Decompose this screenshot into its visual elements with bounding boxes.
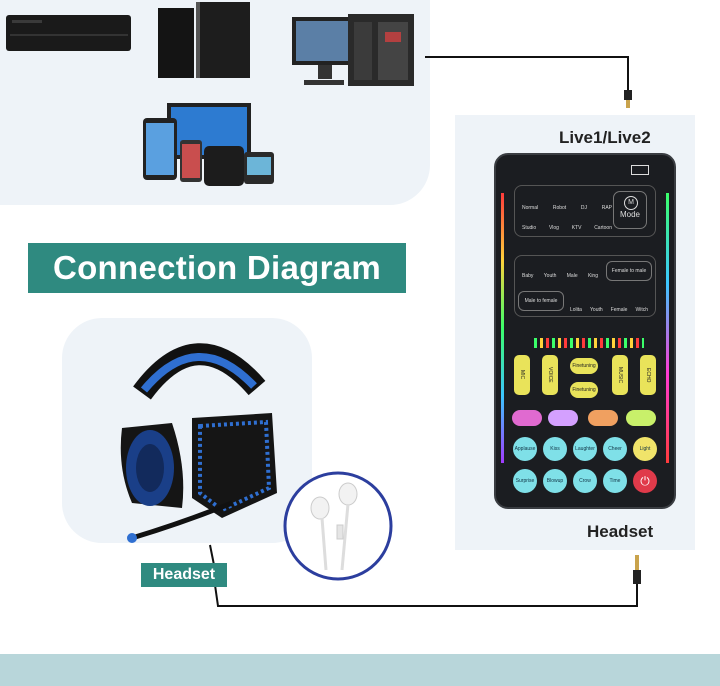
gaming-headset-icon xyxy=(120,343,277,543)
cheer-button[interactable]: Cheer xyxy=(603,437,627,461)
game-console-tower-icon xyxy=(158,2,250,78)
voice-label[interactable]: Youth xyxy=(543,273,557,279)
voice-label[interactable]: Vlog xyxy=(548,225,559,231)
voice-label[interactable]: Witch xyxy=(635,307,648,313)
crow-button[interactable]: Crow xyxy=(573,469,597,493)
kiss-button[interactable]: Kiss xyxy=(543,437,567,461)
voice-label[interactable]: Baby xyxy=(522,273,534,279)
laughter-button[interactable]: Laughter xyxy=(573,437,597,461)
effect-pill-4[interactable] xyxy=(626,410,656,426)
finetuning-up-button[interactable]: Finetuning xyxy=(570,358,598,374)
desktop-computer-icon xyxy=(292,14,414,86)
devices-illustration xyxy=(6,2,414,186)
power-icon[interactable]: ⏻ xyxy=(633,469,657,493)
voice-label[interactable]: Youth xyxy=(590,307,603,313)
voice-label[interactable]: KTV xyxy=(571,225,582,231)
light-button[interactable]: Light xyxy=(633,437,657,461)
page-title: Connection Diagram xyxy=(28,243,406,293)
voice-panel-1 xyxy=(514,185,656,237)
game-console-icon xyxy=(6,15,131,51)
blowup-button[interactable]: Blowup xyxy=(543,469,567,493)
effect-pill-2[interactable] xyxy=(548,410,578,426)
level-meter xyxy=(534,338,644,348)
effect-pill-3[interactable] xyxy=(588,410,618,426)
mic-knob[interactable]: MIC xyxy=(514,355,530,395)
mode-button[interactable]: M Mode xyxy=(613,191,647,229)
echo-knob[interactable]: ECHO xyxy=(640,355,656,395)
voice-label[interactable]: Normal xyxy=(522,205,539,211)
voice-label[interactable]: Female xyxy=(610,307,628,313)
voice-label[interactable]: RAP xyxy=(601,205,612,211)
earphones-icon xyxy=(283,471,393,581)
time-button[interactable]: Time xyxy=(603,469,627,493)
sound-card-device: Normal Robot DJ RAP Studio Vlog KTV Cart… xyxy=(494,153,676,509)
effect-pill-1[interactable] xyxy=(512,410,542,426)
headset-label-left: Headset xyxy=(141,563,227,587)
live-label: Live1/Live2 xyxy=(559,128,651,147)
voice-panel-2 xyxy=(514,255,656,317)
battery-icon xyxy=(631,165,649,175)
female-to-male-button[interactable]: Female to male xyxy=(606,261,652,281)
voice-label[interactable]: Cartoon xyxy=(594,225,612,231)
led-strip-left xyxy=(501,193,504,463)
voice-label[interactable]: Male xyxy=(566,273,578,279)
bottom-band xyxy=(0,654,720,686)
led-strip-right xyxy=(666,193,669,463)
mobile-devices-icon xyxy=(143,103,274,186)
voice-label[interactable]: DJ xyxy=(580,205,587,211)
voice-label[interactable]: Lolita xyxy=(570,307,582,313)
mode-icon: M xyxy=(624,196,638,210)
voice-label[interactable]: Studio xyxy=(522,225,537,231)
voice-knob[interactable]: VOICE xyxy=(542,355,558,395)
finetuning-down-button[interactable]: Finetuning xyxy=(570,382,598,398)
music-knob[interactable]: MUSIC xyxy=(612,355,628,395)
headset-label-right: Headset xyxy=(587,522,654,541)
male-to-female-button[interactable]: Male to female xyxy=(518,291,564,311)
mode-label: Mode xyxy=(619,210,640,219)
voice-label[interactable]: King xyxy=(587,273,598,279)
voice-label[interactable]: Robot xyxy=(552,205,567,211)
applause-button[interactable]: Applause xyxy=(513,437,537,461)
surprise-button[interactable]: Surprise xyxy=(513,469,537,493)
